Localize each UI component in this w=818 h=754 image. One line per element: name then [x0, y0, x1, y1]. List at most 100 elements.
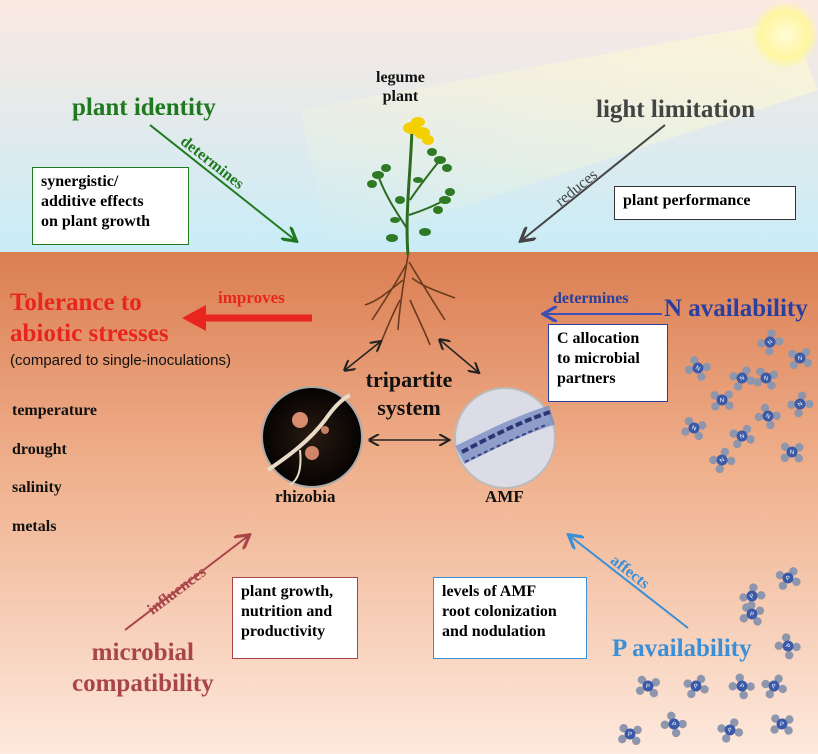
legume-plant-label: legume plant [376, 68, 425, 106]
tolerance-line: Tolerance to [10, 289, 142, 316]
tolerance-line: abiotic stresses [10, 320, 169, 347]
plant-growth-line: nutrition and [241, 603, 333, 620]
plant-rhizobia-arrow [345, 342, 380, 370]
soil-background [0, 252, 818, 754]
molecule-label: N [720, 398, 725, 404]
plant-growth-line: productivity [241, 623, 326, 640]
amf-levels-line: levels of AMF [442, 583, 537, 600]
amf-levels-line: and nodulation [442, 623, 546, 640]
plant-growth-line: plant growth, [241, 583, 334, 600]
molecule-label: N [763, 376, 769, 383]
molecule-label: N [694, 365, 701, 372]
stress-item: salinity [12, 479, 62, 496]
synergy-line: additive effects [41, 193, 144, 210]
molecule-label: P [738, 683, 745, 690]
determines-arrow [149, 124, 295, 240]
legume-plant-line: plant [382, 88, 419, 105]
molecule-label: N [719, 457, 726, 464]
molecule-label: P [693, 683, 699, 690]
c-allocation-box: C allocation to microbial partners [548, 324, 668, 402]
n-molecule-icon: N [729, 424, 755, 449]
n-molecule-icon: N [754, 403, 781, 430]
c-allocation-line: partners [557, 370, 616, 387]
p-molecule-icon: P [728, 673, 755, 700]
synergy-box: synergistic/ additive effects on plant g… [32, 167, 189, 245]
p-molecule-icon: P [775, 567, 801, 590]
n-molecule-icon: N [757, 329, 784, 356]
tripartite-line: system [377, 395, 441, 420]
p-molecules: P P P P P P P P P P P P [618, 567, 801, 746]
plant-amf-arrow [440, 340, 478, 372]
improves-label: improves [218, 288, 285, 307]
p-molecule-icon: P [618, 723, 642, 746]
molecule-label: P [670, 721, 677, 728]
molecule-label: P [780, 722, 784, 728]
improves-arrowhead [182, 305, 206, 331]
molecule-label: P [784, 643, 791, 650]
molecule-label: N [691, 425, 697, 432]
amf-label: AMF [485, 487, 524, 506]
tripartite-line: tripartite [365, 367, 453, 392]
plant-identity-label: plant identity [72, 94, 216, 121]
p-molecule-icon: P [683, 674, 709, 699]
molecule-label: P [645, 684, 650, 691]
molecule-label: P [771, 683, 777, 690]
stress-item: temperature [12, 402, 97, 419]
molecule-label: P [786, 576, 792, 583]
n-molecule-icon: N [681, 416, 707, 441]
n-molecule-icon: N [787, 391, 814, 418]
legume-plant-icon [364, 117, 456, 346]
molecule-label: P [749, 612, 754, 619]
n-molecule-icon: N [788, 347, 812, 370]
amf-levels-box: levels of AMF root colonization and nodu… [433, 577, 587, 659]
molecule-label: N [739, 433, 745, 440]
molecule-label: P [749, 593, 756, 600]
p-molecule-icon: P [739, 603, 765, 626]
molecule-label: N [764, 413, 771, 420]
p-molecule-icon: P [717, 718, 744, 743]
microbial-line: microbial [91, 639, 194, 666]
p-availability-label: P availability [612, 635, 752, 662]
microbial-compatibility-label: microbial compatibility [72, 637, 214, 699]
legume-plant-line: legume [376, 69, 425, 86]
molecule-label: N [790, 450, 795, 456]
synergy-line: on plant growth [41, 213, 151, 230]
molecule-label: N [797, 401, 804, 408]
light-limitation-label: light limitation [596, 96, 756, 123]
synergy-line: synergistic/ [41, 173, 119, 190]
plant-growth-box: plant growth, nutrition and productivity [232, 577, 358, 659]
c-allocation-line: to microbial [557, 350, 640, 367]
stress-item: drought [12, 440, 67, 458]
reduces-arrow [522, 124, 666, 240]
p-molecule-icon: P [774, 633, 801, 660]
molecule-label: N [798, 356, 803, 363]
influences-arrow [124, 536, 248, 631]
sunbeam [300, 20, 818, 250]
p-molecule-icon: P [739, 583, 766, 610]
n-molecule-icon: N [753, 367, 779, 390]
n-availability-label: N availability [664, 295, 808, 322]
tolerance-label: Tolerance to abiotic stresses [10, 287, 169, 349]
c-allocation-line: C allocation [557, 330, 640, 347]
rhizobia-image [261, 386, 363, 488]
molecule-label: N [767, 339, 774, 346]
n-molecule-icon: N [709, 447, 736, 474]
p-molecule-icon: P [660, 711, 687, 738]
n-molecule-icon: N [729, 366, 756, 391]
p-molecule-icon: P [770, 714, 794, 735]
molecule-label: P [628, 732, 633, 738]
plant-performance-box: plant performance [614, 186, 796, 220]
sun-icon [751, 1, 818, 69]
affects-arrow [570, 536, 689, 629]
tripartite-system-label: tripartite system [356, 366, 462, 422]
microbial-line: compatibility [72, 670, 214, 697]
n-molecule-icon: N [780, 442, 804, 463]
molecule-label: P [727, 727, 733, 734]
p-molecule-icon: P [761, 674, 787, 699]
p-molecule-icon: P [635, 675, 660, 698]
n-molecule-icon: N [710, 390, 734, 411]
n-molecule-icon: N [684, 356, 711, 381]
amf-levels-line: root colonization [442, 603, 557, 620]
